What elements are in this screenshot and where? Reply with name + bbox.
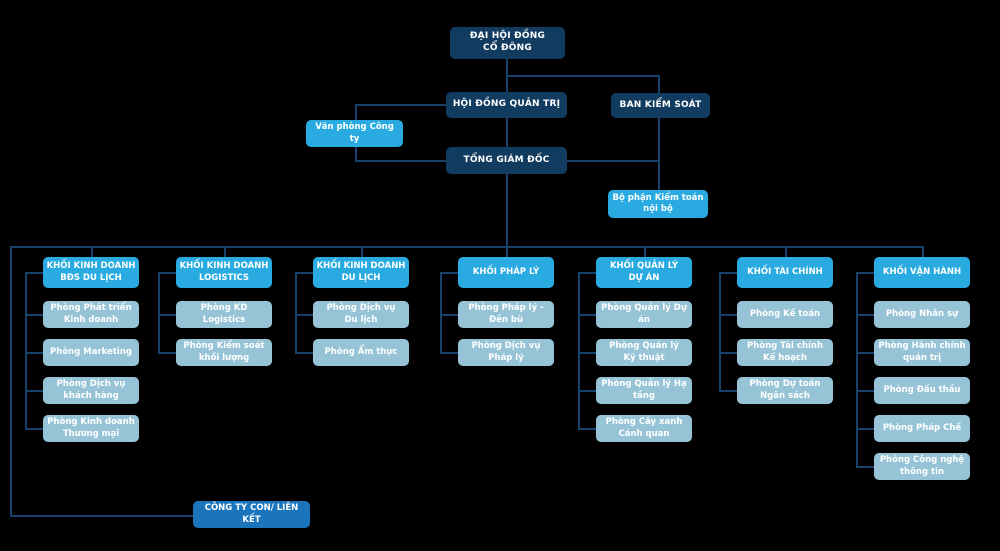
department-box: Phòng Nhân sự <box>874 301 970 328</box>
department-box: Phòng Marketing <box>43 339 139 366</box>
department-box: Phòng Quản lý Kỹ thuật <box>596 339 692 366</box>
department-box: Phòng Dịch vụ Pháp lý <box>458 339 554 366</box>
department-box: Phòng Cây xanh Cảnh quan <box>596 415 692 442</box>
connector-line <box>506 118 508 148</box>
connector-line <box>158 313 178 316</box>
connector-line <box>856 271 876 274</box>
connector-line <box>10 246 12 517</box>
division-header-3: KHỐI PHÁP LÝ <box>458 257 554 288</box>
connector-line <box>440 313 460 316</box>
connector-line <box>578 427 598 430</box>
department-box: Phòng Hành chính quản trị <box>874 339 970 366</box>
connector-line <box>856 313 876 316</box>
connector-line <box>440 271 442 354</box>
connector-line <box>295 351 315 354</box>
connector-line <box>224 246 226 258</box>
department-box: Phòng Kiểm soát khối lượng <box>176 339 272 366</box>
connector-line <box>644 246 646 258</box>
department-box: Phòng Dịch vụ Du lịch <box>313 301 409 328</box>
connector-line <box>719 271 721 392</box>
connector-line <box>922 246 924 258</box>
department-box: Phòng Kế toán <box>737 301 833 328</box>
node-shareholders-meeting: ĐẠI HỘI ĐỒNG CỔ ĐÔNG <box>450 27 565 59</box>
connector-line <box>25 427 45 430</box>
connector-line <box>658 118 660 191</box>
connector-line <box>856 351 876 354</box>
division-header-0: KHỐI KINH DOANH BĐS DU LỊCH <box>43 257 139 288</box>
connector-line <box>578 389 598 392</box>
division-header-5: KHỐI TÀI CHÍNH <box>737 257 833 288</box>
connector-line <box>91 246 93 258</box>
connector-line <box>355 104 447 106</box>
node-ceo: TỔNG GIÁM ĐỐC <box>446 147 567 174</box>
connector-line <box>856 427 876 430</box>
connector-line <box>719 271 739 274</box>
connector-line <box>361 246 363 258</box>
node-board-of-directors: HỘI ĐỒNG QUẢN TRỊ <box>446 92 567 118</box>
connector-line <box>295 271 315 274</box>
connector-line <box>658 75 660 94</box>
department-box: Phòng Ẩm thực <box>313 339 409 366</box>
connector-line <box>355 160 447 162</box>
connector-line <box>158 271 160 354</box>
division-header-2: KHỐI KINH DOANH DU LỊCH <box>313 257 409 288</box>
division-header-1: KHỐI KINH DOANH LOGISTICS <box>176 257 272 288</box>
connector-line <box>856 389 876 392</box>
connector-line <box>10 246 924 248</box>
connector-line <box>785 246 787 258</box>
department-box: Phòng Đấu thầu <box>874 377 970 404</box>
connector-line <box>578 271 580 430</box>
node-internal-audit: Bộ phận Kiểm toán nội bộ <box>608 190 708 218</box>
department-box: Phòng Quản lý Hạ tầng <box>596 377 692 404</box>
department-box: Phòng Dịch vụ khách hàng <box>43 377 139 404</box>
connector-line <box>506 75 660 77</box>
connector-line <box>719 351 739 354</box>
department-box: Phòng Kinh doanh Thương mại <box>43 415 139 442</box>
department-box: Phòng KD Logistics <box>176 301 272 328</box>
connector-line <box>25 351 45 354</box>
connector-line <box>158 351 178 354</box>
connector-line <box>578 313 598 316</box>
connector-line <box>856 465 876 468</box>
connector-line <box>719 389 739 392</box>
node-supervisory-board: BAN KIỂM SOÁT <box>611 93 710 118</box>
connector-line <box>25 389 45 392</box>
connector-line <box>719 313 739 316</box>
connector-line <box>25 313 45 316</box>
node-company-office: Văn phòng Công ty <box>306 120 403 147</box>
division-header-6: KHỐI VẬN HÀNH <box>874 257 970 288</box>
connector-line <box>578 271 598 274</box>
department-box: Phòng Tài chính Kế hoạch <box>737 339 833 366</box>
department-box: Phòng Dự toán Ngân sách <box>737 377 833 404</box>
connector-line <box>295 313 315 316</box>
connector-line <box>506 246 508 258</box>
connector-line <box>10 515 194 517</box>
connector-line <box>856 271 858 468</box>
department-box: Phòng Pháp lý - Đền bù <box>458 301 554 328</box>
connector-line <box>25 271 27 430</box>
node-subsidiaries: CÔNG TY CON/ LIÊN KẾT <box>193 501 310 528</box>
connector-line <box>295 271 297 354</box>
connector-line <box>440 271 460 274</box>
division-header-4: KHỐI QUẢN LÝ DỰ ÁN <box>596 257 692 288</box>
department-box: Phòng Phát triển Kinh doanh <box>43 301 139 328</box>
connector-line <box>578 351 598 354</box>
department-box: Phòng Pháp Chế <box>874 415 970 442</box>
connector-line <box>440 351 460 354</box>
connector-line <box>25 271 45 274</box>
department-box: Phòng Công nghệ thông tin <box>874 453 970 480</box>
connector-line <box>158 271 178 274</box>
connector-line <box>567 160 660 162</box>
department-box: Phòng Quản lý Dự án <box>596 301 692 328</box>
connector-line <box>506 174 508 248</box>
